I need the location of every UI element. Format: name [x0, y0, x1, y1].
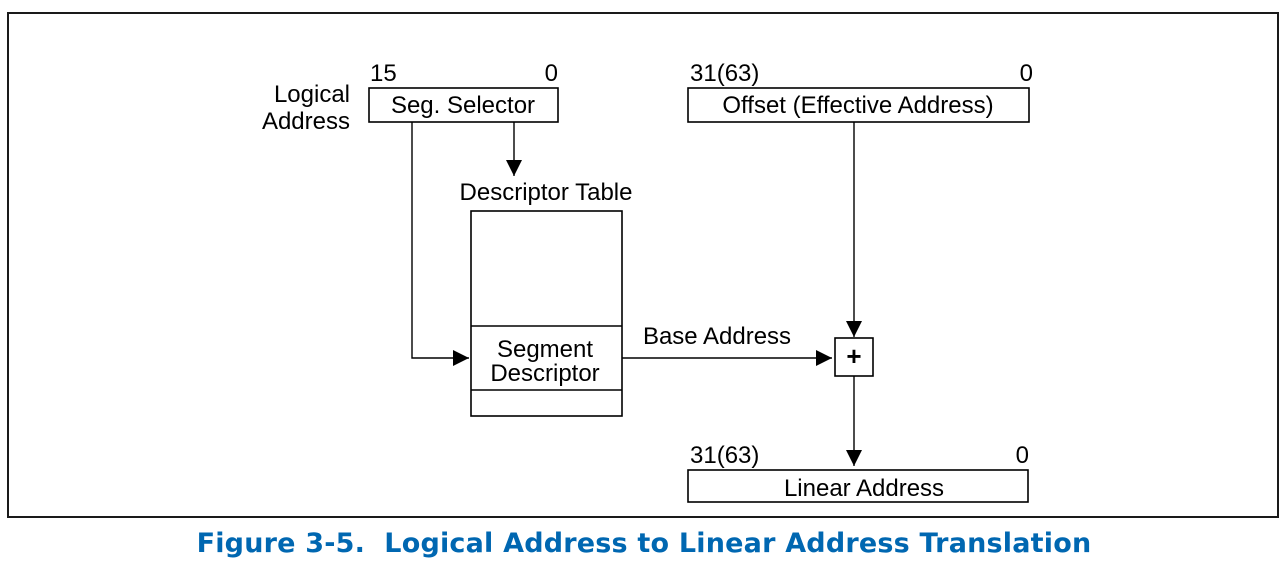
segment-descriptor-label-line1: Segment: [497, 336, 593, 363]
logical-address-label-line1: Logical: [274, 81, 350, 108]
address-translation-diagram: Logical Address 15 0 Seg. Selector 31(63…: [262, 60, 1033, 503]
segment-descriptor-label-line2: Descriptor: [490, 360, 599, 387]
segment-selector-box: [368, 87, 559, 123]
segment-selector-label: Seg. Selector: [391, 92, 535, 119]
offset-high-bit: 31(63): [690, 60, 759, 87]
linear-address-box: [687, 469, 1029, 503]
figure-caption: Figure 3-5. Logical Address to Linear Ad…: [196, 528, 1092, 559]
linear-low-bit: 0: [1016, 442, 1029, 469]
descriptor-table-box: [470, 210, 623, 417]
selector-low-bit: 0: [545, 60, 558, 87]
offset-box: [687, 87, 1030, 123]
diagram-frame: [7, 12, 1279, 518]
descriptor-table-title: Descriptor Table: [460, 179, 633, 206]
selector-high-bit: 15: [370, 60, 397, 87]
selector-index-arrow: [411, 122, 469, 366]
offset-label: Offset (Effective Address): [722, 92, 993, 119]
linear-high-bit: 31(63): [690, 442, 759, 469]
adder-plus-icon: +: [846, 341, 861, 371]
offset-low-bit: 0: [1020, 60, 1033, 87]
logical-address-label-line2: Address: [262, 108, 350, 135]
adder-box: [834, 337, 874, 377]
base-address-label: Base Address: [643, 323, 791, 350]
linear-address-label: Linear Address: [784, 475, 944, 502]
